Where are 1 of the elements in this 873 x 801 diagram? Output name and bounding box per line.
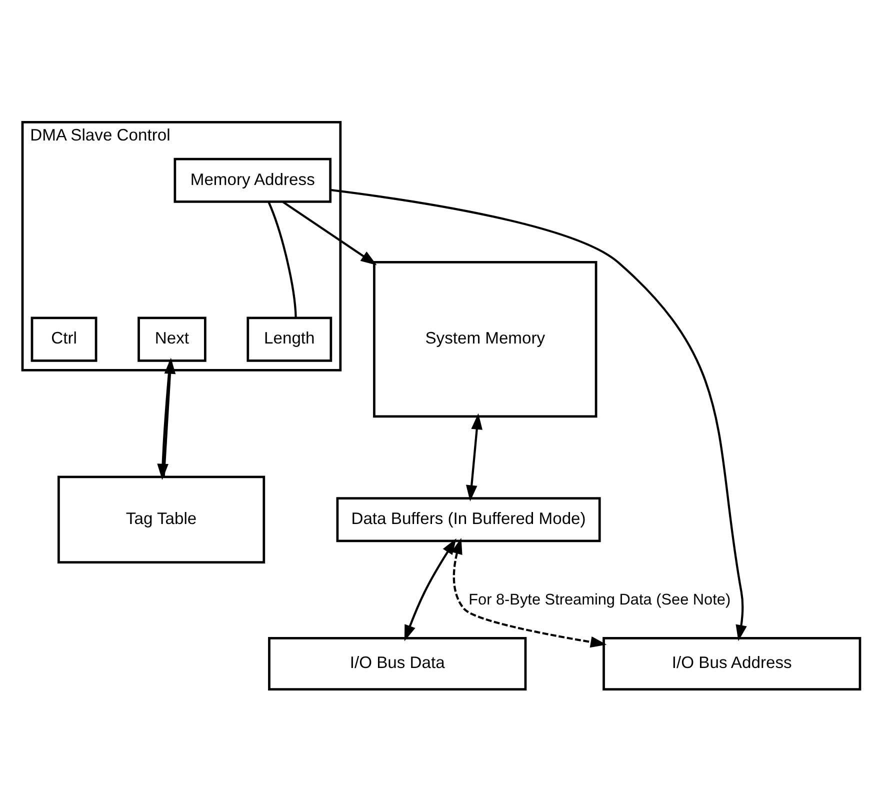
edge-label: For 8-Byte Streaming Data (See Note) [468, 590, 731, 608]
